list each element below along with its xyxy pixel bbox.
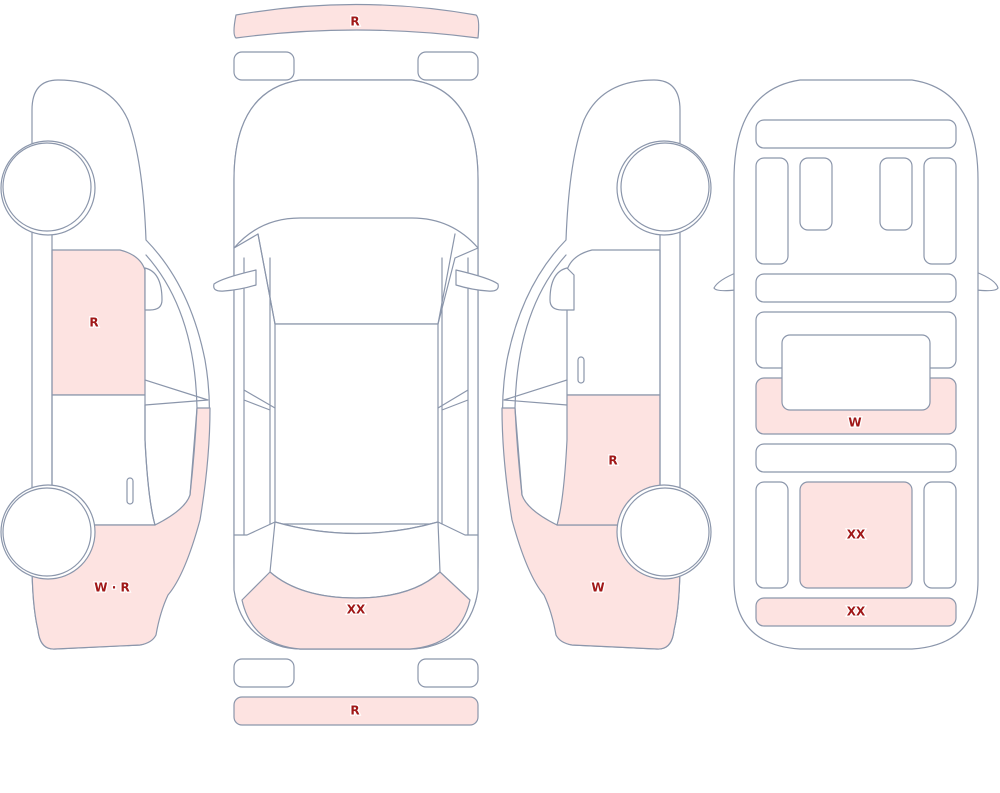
right-front-quarter-panel[interactable] (501, 407, 681, 650)
top-right-mirror[interactable] (455, 269, 499, 292)
dashboard[interactable] (755, 119, 957, 149)
roof-rear-label: XX (347, 603, 366, 617)
rear-window[interactable] (269, 521, 441, 599)
middle-bench-label: W (848, 416, 861, 430)
interior-view: W XX XX (713, 79, 999, 650)
rear-floor-panel[interactable] (799, 481, 913, 589)
left-side-view: R W · R (0, 79, 211, 650)
rear-seat-strip[interactable] (755, 443, 957, 473)
front-right-headlight[interactable] (417, 51, 479, 81)
front-right-seat[interactable] (879, 157, 913, 231)
front-left-seat[interactable] (799, 157, 833, 231)
left-rear-quarter-panel[interactable] (31, 407, 211, 650)
front-bumper-label: R (350, 15, 359, 29)
left-door-handle[interactable] (126, 477, 134, 505)
left-front-door-panel[interactable] (51, 249, 146, 396)
windshield-inner (257, 233, 456, 325)
left-rear-quarter-label: W · R (94, 581, 129, 595)
top-left-pillar (233, 521, 479, 536)
rear-floor-label: XX (847, 528, 866, 542)
left-front-wheel[interactable] (2, 142, 92, 232)
right-rear-door-panel[interactable] (556, 394, 661, 526)
windshield[interactable] (233, 217, 479, 325)
rear-bumper-label: R (350, 704, 359, 718)
top-left-mirror[interactable] (213, 269, 257, 292)
front-left-door-trim[interactable] (755, 157, 789, 265)
rear-sill-panel[interactable] (755, 597, 957, 627)
front-left-headlight[interactable] (233, 51, 295, 81)
rear-sill-label: XX (847, 605, 866, 619)
top-left-door-strip (243, 257, 276, 536)
left-front-door-label: R (89, 316, 98, 330)
rear-left-taillight[interactable] (233, 658, 295, 688)
left-mirror[interactable] (144, 267, 163, 311)
right-rear-wheel[interactable] (620, 487, 710, 577)
top-right-door-strip (437, 257, 469, 536)
front-right-door-trim[interactable] (923, 157, 957, 265)
roof-panel[interactable] (274, 323, 439, 525)
rear-right-door-trim[interactable] (923, 481, 957, 589)
right-door-edge (514, 407, 523, 496)
right-front-wheel[interactable] (620, 142, 710, 232)
left-window-frame (145, 254, 198, 409)
right-side-view: W R (501, 79, 712, 650)
interior-left-mirror (713, 271, 739, 292)
rear-right-taillight[interactable] (417, 658, 479, 688)
right-door-handle[interactable] (577, 356, 585, 384)
left-pillar-line (144, 379, 209, 406)
roof-rear-panel[interactable] (241, 571, 471, 650)
right-front-door-panel[interactable] (566, 249, 661, 396)
right-window-frame (514, 254, 567, 409)
interior-right-mirror (975, 271, 999, 292)
rear-bumper[interactable] (233, 696, 479, 726)
rear-left-door-trim[interactable] (755, 481, 789, 589)
right-mirror[interactable] (549, 267, 575, 311)
front-bumper[interactable] (233, 3, 480, 39)
right-rear-door-label: R (608, 454, 617, 468)
left-rear-wheel[interactable] (2, 487, 92, 577)
front-floor-strip[interactable] (755, 273, 957, 303)
top-view: XX (213, 79, 499, 650)
right-front-quarter-label: W (591, 581, 604, 595)
left-rear-door-edge (144, 404, 198, 526)
front-end-group: R (233, 3, 480, 81)
middle-console[interactable] (781, 334, 931, 411)
rear-end-group: R (233, 658, 479, 726)
right-pillar-line (503, 379, 568, 406)
